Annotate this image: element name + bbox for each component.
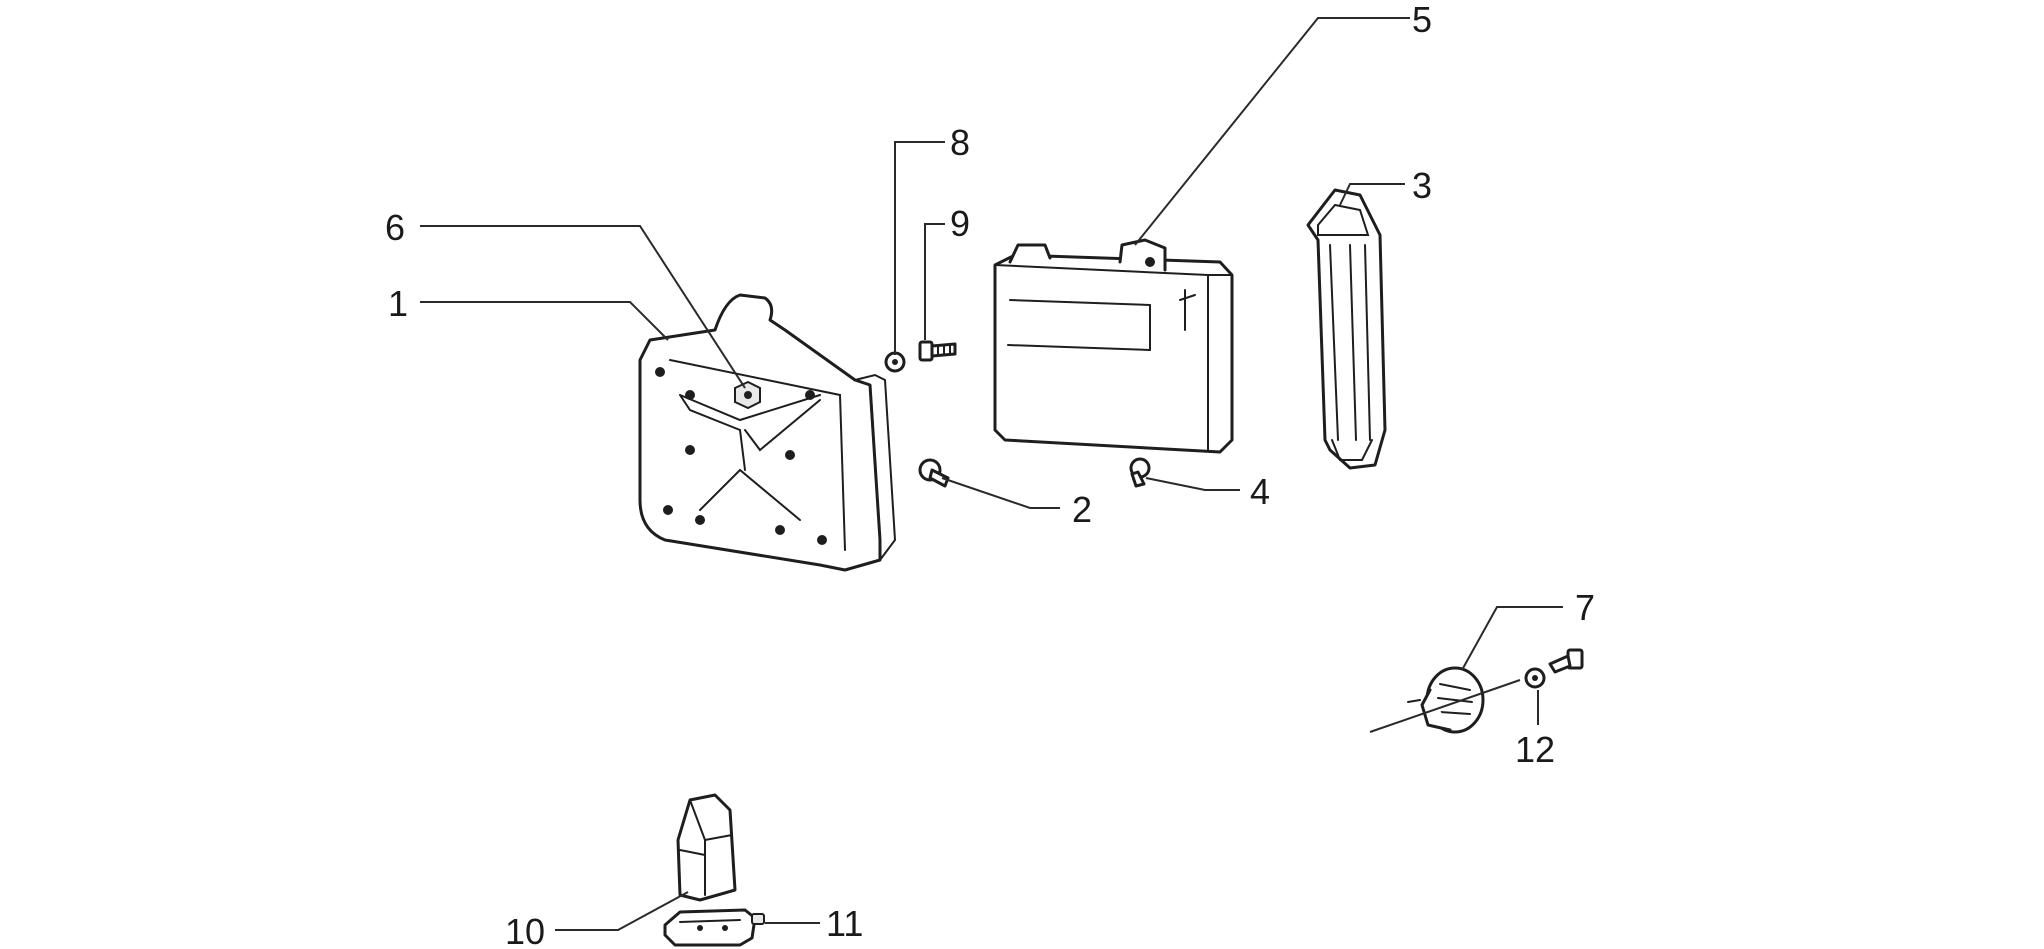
leader-lines — [420, 17, 1563, 931]
part-bolt-2 — [918, 458, 950, 488]
part-bolt-9 — [918, 340, 957, 362]
part-connector-7 — [1407, 666, 1485, 734]
part-nut-6 — [734, 380, 761, 410]
callout-labels: 1 2 3 4 5 6 7 8 9 10 11 12 — [385, 0, 1595, 949]
part-washer-12 — [1524, 667, 1546, 689]
callout-7: 7 — [1575, 587, 1595, 628]
callout-3: 3 — [1412, 165, 1432, 206]
part-washer-8 — [884, 351, 906, 373]
leader-4 — [1145, 477, 1240, 491]
leader-7-wire — [1369, 679, 1521, 733]
part-bolt-4 — [1129, 457, 1151, 488]
part-holder-10 — [676, 793, 737, 902]
leader-3 — [1339, 183, 1405, 206]
callout-11: 11 — [826, 903, 863, 944]
callout-10: 10 — [505, 911, 545, 949]
part-fuse-11 — [663, 908, 765, 947]
callout-12: 12 — [1515, 729, 1555, 770]
part-battery-tray — [638, 293, 897, 572]
part-screw — [1548, 648, 1584, 674]
callout-5: 5 — [1412, 0, 1432, 40]
part-battery — [993, 238, 1234, 454]
leader-10 — [555, 891, 689, 931]
callout-6: 6 — [385, 207, 405, 248]
part-battery-strap — [1306, 188, 1387, 470]
leader-6 — [420, 225, 746, 389]
callout-2: 2 — [1072, 489, 1092, 530]
callout-1: 1 — [388, 283, 408, 324]
leader-5 — [1134, 17, 1410, 246]
leader-2 — [941, 477, 1060, 509]
leader-1 — [420, 301, 669, 341]
leader-8 — [894, 141, 945, 355]
leader-7 — [1461, 606, 1563, 671]
callout-9: 9 — [950, 203, 970, 244]
callout-8: 8 — [950, 122, 970, 163]
callout-4: 4 — [1250, 471, 1270, 512]
leader-9 — [924, 223, 945, 340]
